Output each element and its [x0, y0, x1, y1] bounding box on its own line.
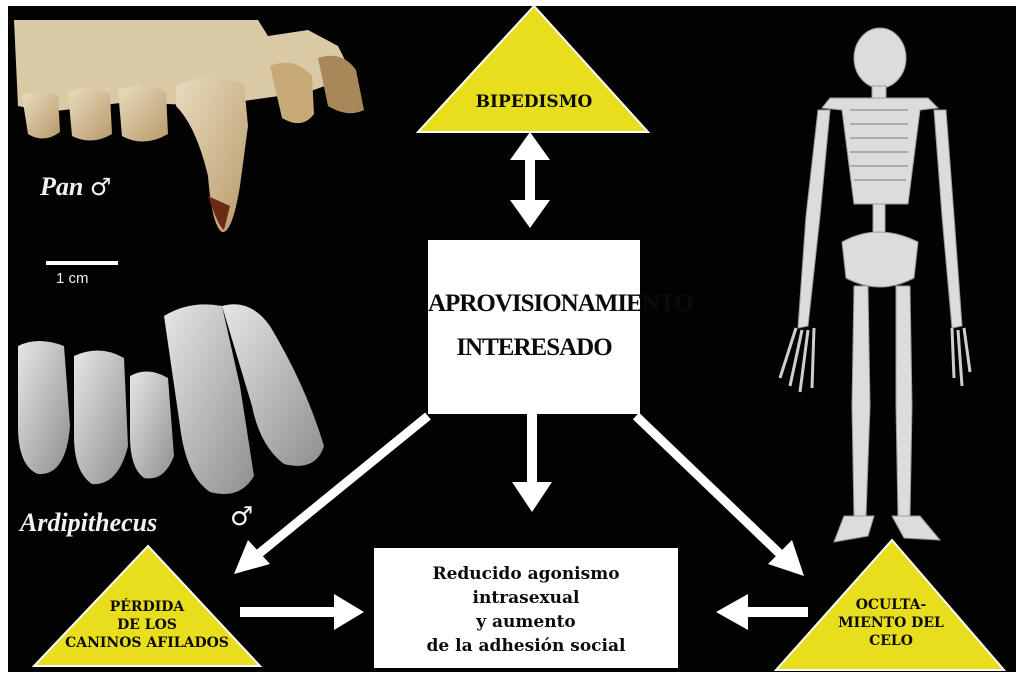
ocultamiento-line-2: MIENTO DEL	[798, 614, 984, 632]
ocultamiento-line-3: CELO	[798, 632, 984, 650]
reducido-line-4: de la adhesión social	[374, 634, 678, 658]
label-aprovisionamiento: APROVISIONAMIENTO INTERESADO	[428, 282, 640, 370]
aprovisionamiento-line-2: INTERESADO	[428, 326, 640, 370]
reducido-line-2: intrasexual	[374, 586, 678, 610]
label-ardipithecus: Ardipithecus	[20, 508, 157, 538]
label-pan: Pan ♂	[40, 172, 111, 202]
skeleton-image	[780, 28, 970, 542]
arrow-right-to-box	[716, 594, 808, 630]
label-reducido-agonismo: Reducido agonismo intrasexual y aumento …	[374, 562, 678, 658]
double-arrow-vertical	[510, 132, 550, 228]
perdida-line-1: PÉRDIDA	[34, 598, 260, 616]
perdida-line-3: CANINOS AFILADOS	[34, 634, 260, 652]
label-bipedismo: BIPEDISMO	[428, 92, 640, 112]
ardipithecus-teeth-image	[18, 304, 324, 494]
aprovisionamiento-line-1: APROVISIONAMIENTO	[428, 282, 640, 326]
diagram-canvas: BIPEDISMO PÉRDIDA DE LOS CANINOS AFILADO…	[8, 6, 1016, 672]
male-symbol-icon: ♂	[90, 173, 112, 201]
male-symbol-icon-ardipithecus: ♂	[230, 502, 253, 532]
pan-text: Pan	[40, 172, 83, 201]
reducido-line-1: Reducido agonismo	[374, 562, 678, 586]
triangle-bipedismo	[418, 6, 648, 132]
scale-bar	[46, 261, 118, 265]
ocultamiento-line-1: OCULTA-	[798, 596, 984, 614]
label-ocultamiento-celo: OCULTA- MIENTO DEL CELO	[798, 596, 984, 650]
arrow-down-center	[512, 414, 552, 512]
perdida-line-2: DE LOS	[34, 616, 260, 634]
label-perdida-caninos: PÉRDIDA DE LOS CANINOS AFILADOS	[34, 598, 260, 652]
label-scale: 1 cm	[56, 270, 89, 287]
reducido-line-3: y aumento	[374, 610, 678, 634]
